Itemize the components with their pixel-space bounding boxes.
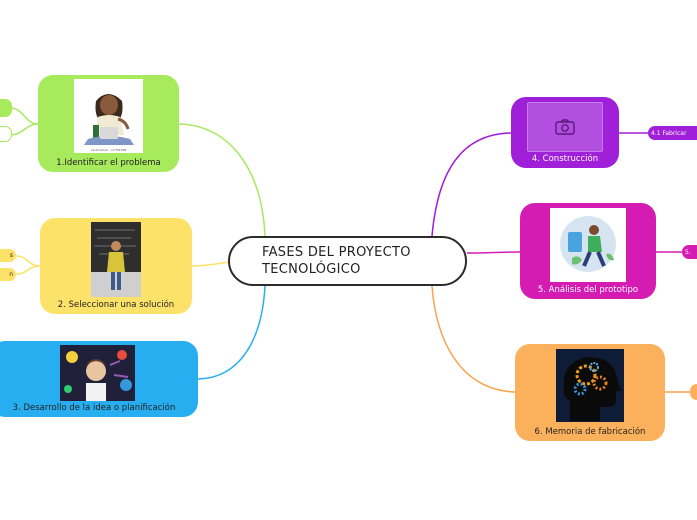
camera-icon [555,119,575,135]
node-desarrollo-label: 3. Desarrollo de la idea o planificación [12,403,176,413]
link-memoria [431,285,516,393]
gears-head-photo [556,349,624,422]
subnode-identificar-2[interactable] [0,126,12,142]
identificar-illustration: vectorstock · 17764398 [74,79,143,153]
seleccionar-photo [91,222,141,297]
node-analisis[interactable]: 5. Análisis del prototipo [520,203,656,299]
node-construccion[interactable]: 4. Construcción [511,97,619,168]
illustration-caption: vectorstock · 17764398 [90,148,127,152]
subnode-seleccionar-2[interactable]: n [0,268,16,281]
node-construccion-label: 4. Construcción [531,154,599,164]
analisis-illustration [550,208,626,282]
link-desarrollo [197,285,266,380]
link-identificar-sub2 [9,123,39,136]
memoria-photo [556,349,624,422]
subnode-seleccionar-1-label: s [9,252,13,259]
desarrollo-photo [60,345,135,401]
subnode-seleccionar-2-label: n [9,271,13,278]
chalkboard-photo [91,222,141,297]
link-seleccionar-sub1 [15,255,41,267]
subnode-analisis-1[interactable]: 5. [682,245,697,259]
construccion-image-placeholder [527,102,603,152]
person-laptop-illustration [84,94,134,145]
subnode-construccion-1-label: 4.1 Fabricar [651,129,687,137]
central-topic[interactable]: FASES DEL PROYECTO TECNOLÓGICO [228,236,467,286]
link-identificar [178,123,266,237]
link-construccion [431,132,512,237]
node-seleccionar-label: 2. Seleccionar una solución [57,300,175,310]
central-topic-title: FASES DEL PROYECTO TECNOLÓGICO [262,245,411,277]
node-seleccionar[interactable]: 2. Seleccionar una solución [40,218,192,314]
subnode-memoria-1[interactable] [690,384,697,400]
node-memoria-label: 6. Memoria de fabricación [534,427,646,437]
subnode-construccion-1[interactable]: 4.1 Fabricar [648,126,697,140]
link-seleccionar [191,261,231,267]
person-tablet-illustration [560,216,616,272]
node-analisis-label: 5. Análisis del prototipo [537,285,639,295]
link-analisis [466,251,521,254]
idea-brain-photo [60,345,135,401]
node-identificar-label: 1.Identificar el problema [56,158,161,168]
node-memoria[interactable]: 6. Memoria de fabricación [515,344,665,441]
subnode-analisis-1-label: 5. [685,248,691,256]
link-seleccionar-sub2 [15,265,41,275]
subnode-seleccionar-1[interactable]: s [0,249,16,262]
node-identificar[interactable]: vectorstock · 17764398 1.Identificar el … [38,75,179,172]
link-identificar-sub1 [9,107,39,125]
node-desarrollo[interactable]: 3. Desarrollo de la idea o planificación [0,341,198,417]
subnode-identificar-1[interactable] [0,99,12,117]
